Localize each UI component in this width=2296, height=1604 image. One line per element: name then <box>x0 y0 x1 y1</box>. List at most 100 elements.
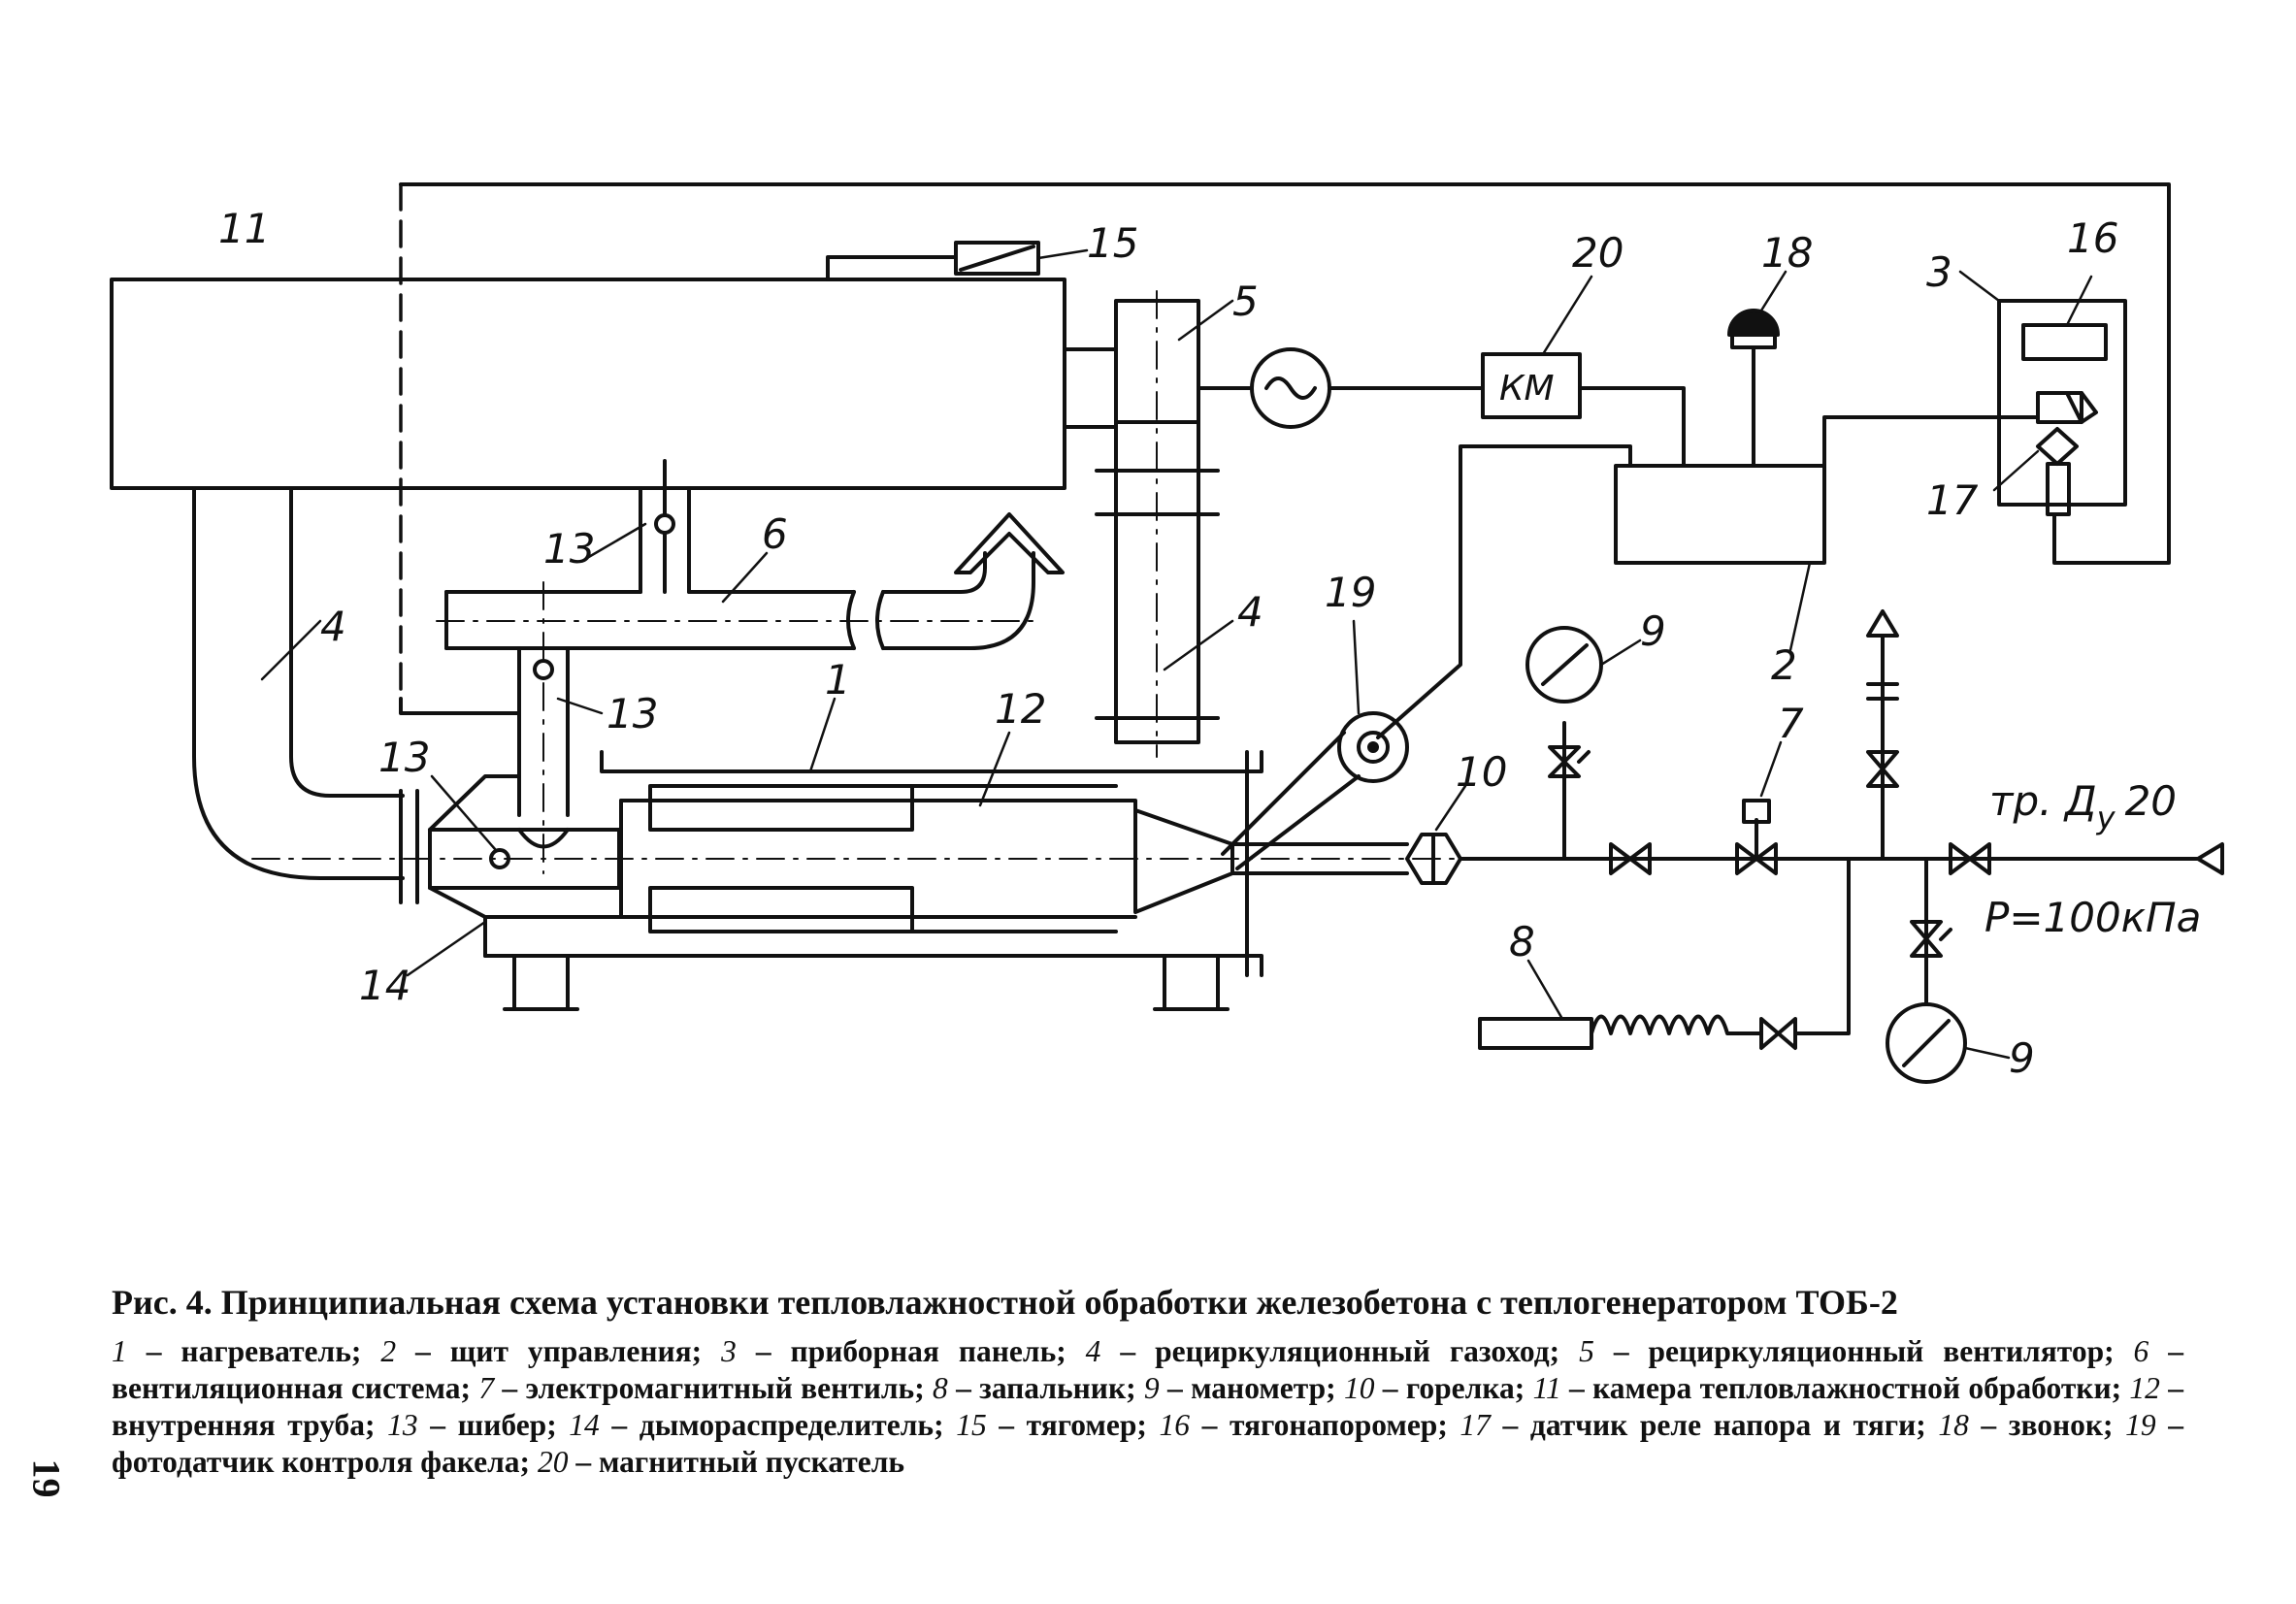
leader-8 <box>1526 959 1564 1021</box>
label-1: 1 <box>825 656 851 704</box>
vent-stub-arrow <box>1866 609 1899 638</box>
legend-text: – запальник; <box>947 1371 1144 1405</box>
fan-connector <box>1063 347 1118 429</box>
label-8: 8 <box>1509 918 1535 966</box>
legend-text: – фотодатчик контроля факела; <box>112 1408 2183 1479</box>
photosensor-tube-1 <box>1221 731 1346 856</box>
label-9b: 9 <box>2009 1034 2035 1082</box>
mano-9a-needle <box>1541 643 1589 686</box>
legend-text: – манометр; <box>1159 1371 1344 1405</box>
support-right <box>1163 954 1220 1011</box>
valve-main-1 <box>1609 842 1652 875</box>
valve-9a-handle <box>1577 750 1591 764</box>
legend-text: – камера тепловлажностной обработки; <box>1560 1371 2130 1405</box>
manometer-9b <box>1886 1002 1967 1084</box>
recirc-duct-4-left-inner <box>289 486 405 798</box>
valve-9b <box>1910 920 1943 958</box>
heater-1-bottom <box>483 954 1263 977</box>
legend-text: – тягонапоромер; <box>1189 1408 1460 1442</box>
legend-text: – дымораспределитель; <box>599 1408 957 1442</box>
instrument-panel-3 <box>1997 299 2127 507</box>
sensor-17-head <box>2065 391 2098 424</box>
heater-1-outer-top <box>600 750 1263 773</box>
label-2: 2 <box>1771 641 1797 689</box>
legend-text: – звонок; <box>1968 1408 2126 1442</box>
legend-text: – магнитный пускатель <box>568 1445 905 1479</box>
legend-number: 18 <box>1938 1408 1969 1442</box>
vent-6-elbow-top <box>881 551 987 594</box>
legend-text: – тягомер; <box>986 1408 1160 1442</box>
label-11: 11 <box>218 205 270 252</box>
leader-13a <box>585 522 647 560</box>
inner-pipe-12-bot <box>648 886 914 933</box>
sensor-17-top <box>2036 391 2083 424</box>
legend-text: – электромагнитный вентиль; <box>494 1371 934 1405</box>
label-13c: 13 <box>378 734 430 781</box>
label-18: 18 <box>1761 229 1813 277</box>
vent-stub-valve <box>1866 750 1899 788</box>
panel-to-17 <box>1822 415 2040 468</box>
legend-number: 1 <box>112 1334 127 1368</box>
legend-text: – щит управления; <box>396 1334 722 1368</box>
starter-20 <box>1481 352 1582 419</box>
label-9a: 9 <box>1640 607 1666 655</box>
legend-number: 16 <box>1159 1408 1190 1442</box>
leader-2 <box>1788 561 1812 652</box>
label-17: 17 <box>1926 476 1979 524</box>
legend-text: – датчик реле напора и тяги; <box>1490 1408 1939 1442</box>
legend-number: 17 <box>1460 1408 1491 1442</box>
label-16: 16 <box>2067 214 2118 262</box>
leader-19 <box>1352 619 1361 715</box>
leader-4b <box>1163 619 1234 671</box>
label-3: 3 <box>1926 248 1952 296</box>
tee-cup <box>517 828 570 849</box>
label-km: КМ <box>1499 369 1555 409</box>
label-19: 19 <box>1325 569 1376 616</box>
leader-18 <box>1759 270 1788 312</box>
leader-9b <box>1963 1046 2011 1060</box>
photosensor-dot <box>1367 741 1379 753</box>
valve-main-2 <box>1949 842 1991 875</box>
legend-number: 7 <box>478 1371 495 1405</box>
sensor-17 <box>2036 427 2079 466</box>
legend-text: – нагреватель; <box>126 1334 381 1368</box>
gas-inlet-arrow <box>2196 842 2224 875</box>
legend-number: 11 <box>1532 1371 1561 1405</box>
legend-text: – рециркуляционный вентилятор; <box>1593 1334 2134 1368</box>
valve-9b-handle <box>1939 928 1952 941</box>
legend-text: – шибер; <box>417 1408 570 1442</box>
label-14: 14 <box>359 962 410 1009</box>
photosensor-tube-2 <box>1235 774 1361 870</box>
draft-gauge-line <box>826 255 958 281</box>
chamber-11 <box>110 278 1066 490</box>
legend-number: 6 <box>2133 1334 2149 1368</box>
figure-legend: 1 – нагреватель; 2 – щит управления; 3 –… <box>112 1333 2183 1481</box>
leader-15 <box>1036 248 1089 260</box>
leader-7 <box>1759 740 1783 798</box>
sensor-17-base <box>2046 462 2071 516</box>
legend-number: 13 <box>387 1408 418 1442</box>
valve-7 <box>1735 842 1778 875</box>
label-6: 6 <box>762 510 788 558</box>
burner-cone <box>1133 808 1234 914</box>
legend-number: 5 <box>1579 1334 1594 1368</box>
leader-17 <box>1992 449 2040 492</box>
label-5: 5 <box>1232 278 1259 325</box>
legend-number: 8 <box>933 1371 948 1405</box>
legend-text: – вентиляционная система; <box>112 1334 2184 1405</box>
legend-number: 14 <box>569 1408 600 1442</box>
label-15: 15 <box>1087 219 1138 267</box>
control-panel-2 <box>1614 464 1826 565</box>
label-4a: 4 <box>320 603 346 650</box>
control-wire-top <box>399 182 2171 565</box>
legend-text: – рециркуляционный газоход; <box>1100 1334 1580 1368</box>
valve-igniter <box>1759 1017 1797 1050</box>
motor-tilde <box>1264 376 1317 400</box>
damper-13a <box>654 513 675 535</box>
leader-14 <box>406 920 487 977</box>
inner-pipe-12-top <box>648 784 914 832</box>
leader-6 <box>721 551 769 604</box>
leader-13b <box>556 697 604 715</box>
legend-number: 12 <box>2129 1371 2160 1405</box>
